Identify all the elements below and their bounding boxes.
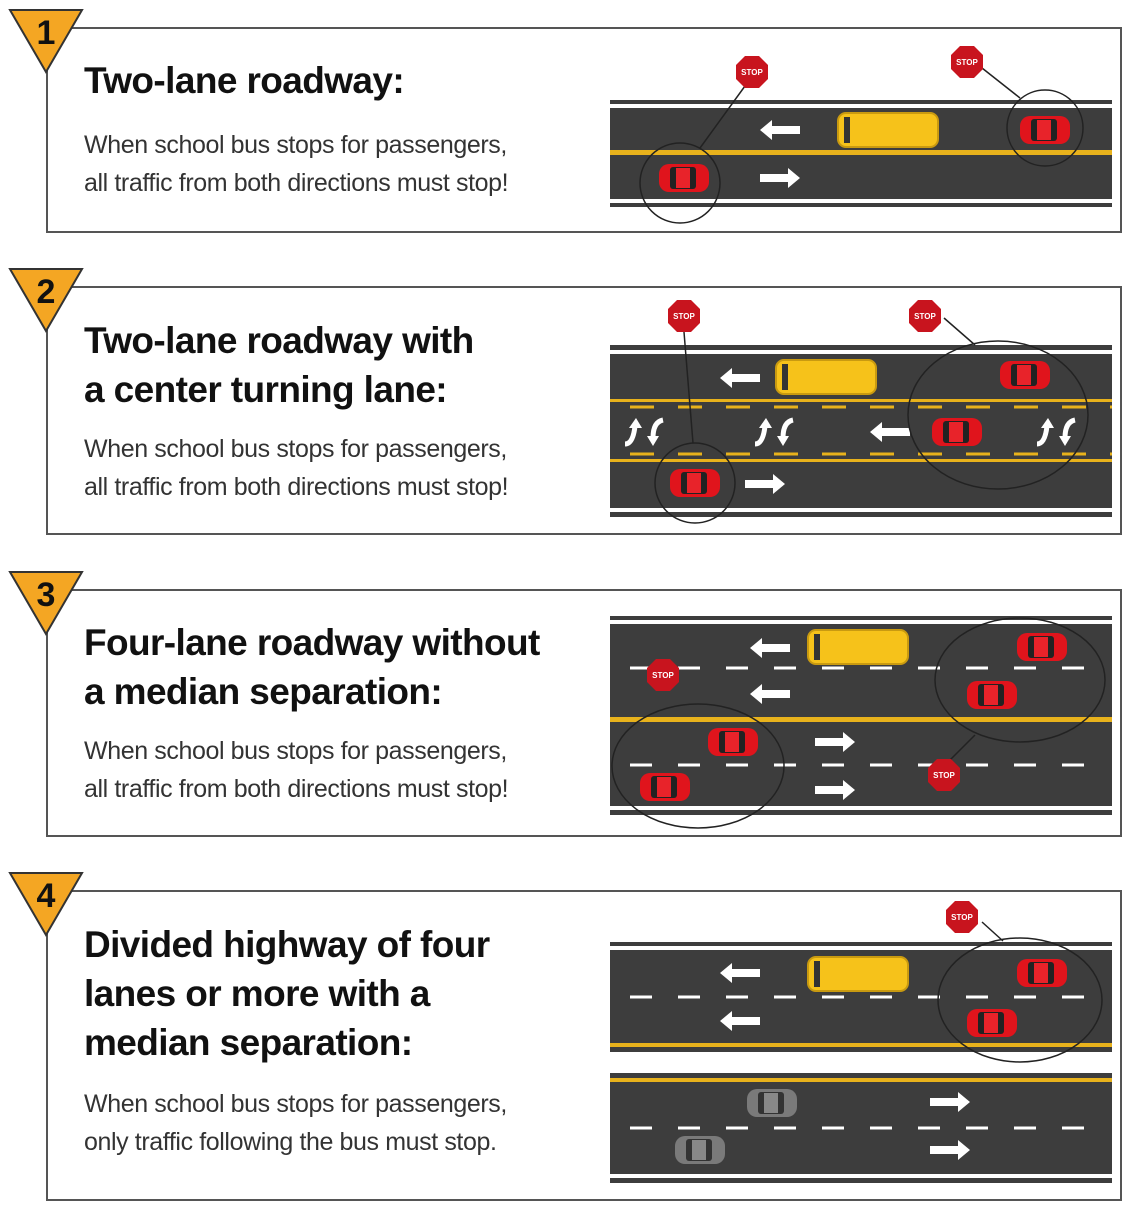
- section-4-road-diagram: STOP: [610, 901, 1112, 1183]
- section-2-title: Two-lane roadway with a center turning la…: [84, 316, 474, 414]
- section-2-road-diagram: STOP STOP: [610, 300, 1112, 524]
- moving-car-icon: [675, 1136, 725, 1164]
- text-line: all traffic from both directions must st…: [84, 775, 509, 803]
- text-line: When school bus stops for passengers,: [84, 131, 507, 159]
- text-line: When school bus stops for passengers,: [84, 435, 507, 463]
- badge-number: 3: [36, 576, 56, 614]
- school-bus-icon: [807, 629, 909, 665]
- stop-sign-icon: STOP: [946, 901, 978, 933]
- section-4-number-badge: 4: [8, 871, 84, 937]
- text-line: all traffic from both directions must st…: [84, 169, 509, 197]
- text-line: Four-lane roadway without: [84, 622, 540, 663]
- section-1-road-diagram: STOP STOP: [610, 46, 1112, 224]
- badge-number: 2: [36, 273, 56, 311]
- section-3-title: Four-lane roadway without a median separa…: [84, 618, 540, 716]
- school-bus-icon: [775, 359, 877, 395]
- text-line: STOP: [673, 312, 695, 321]
- section-1-title: Two-lane roadway:: [84, 56, 405, 105]
- badge-number: 1: [36, 14, 56, 52]
- text-line: Two-lane roadway:: [84, 60, 405, 101]
- stop-sign-icon: STOP: [736, 56, 768, 88]
- text-line: Divided highway of four: [84, 924, 490, 965]
- section-2-description: When school bus stops for passengers, all…: [84, 430, 509, 506]
- text-line: Two-lane roadway with: [84, 320, 474, 361]
- text-line: a center turning lane:: [84, 369, 448, 410]
- section-1-number-badge: 1: [8, 8, 84, 74]
- text-line: STOP: [914, 312, 936, 321]
- text-line: only traffic following the bus must stop…: [84, 1128, 497, 1156]
- stopped-car-icon: [1020, 116, 1070, 144]
- section-3-number-badge: 3: [8, 570, 84, 636]
- section-4-description: When school bus stops for passengers, onl…: [84, 1085, 507, 1161]
- school-bus-icon: [807, 956, 909, 992]
- text-line: STOP: [741, 68, 763, 77]
- section-3-road-diagram: STOP STOP: [610, 616, 1112, 829]
- stopped-car-icon: [659, 164, 709, 192]
- text-line: STOP: [951, 913, 973, 922]
- stop-sign-icon: STOP: [909, 300, 941, 332]
- text-line: median separation:: [84, 1022, 413, 1063]
- text-line: When school bus stops for passengers,: [84, 1090, 507, 1118]
- stop-sign-icon: STOP: [668, 300, 700, 332]
- moving-car-icon: [747, 1089, 797, 1117]
- section-3-description: When school bus stops for passengers, all…: [84, 732, 509, 808]
- text-line: STOP: [652, 671, 674, 680]
- school-bus-icon: [837, 112, 939, 148]
- text-line: lanes or more with a: [84, 973, 430, 1014]
- stop-sign-icon: STOP: [647, 659, 679, 691]
- badge-number: 4: [36, 877, 56, 915]
- text-line: STOP: [933, 771, 955, 780]
- text-line: When school bus stops for passengers,: [84, 737, 507, 765]
- section-1-description: When school bus stops for passengers, all…: [84, 126, 509, 202]
- text-line: all traffic from both directions must st…: [84, 473, 509, 501]
- text-line: STOP: [956, 58, 978, 67]
- stop-sign-icon: STOP: [928, 759, 960, 791]
- stop-sign-icon: STOP: [951, 46, 983, 78]
- text-line: a median separation:: [84, 671, 443, 712]
- section-4-title: Divided highway of four lanes or more wit…: [84, 920, 490, 1067]
- section-2-number-badge: 2: [8, 267, 84, 333]
